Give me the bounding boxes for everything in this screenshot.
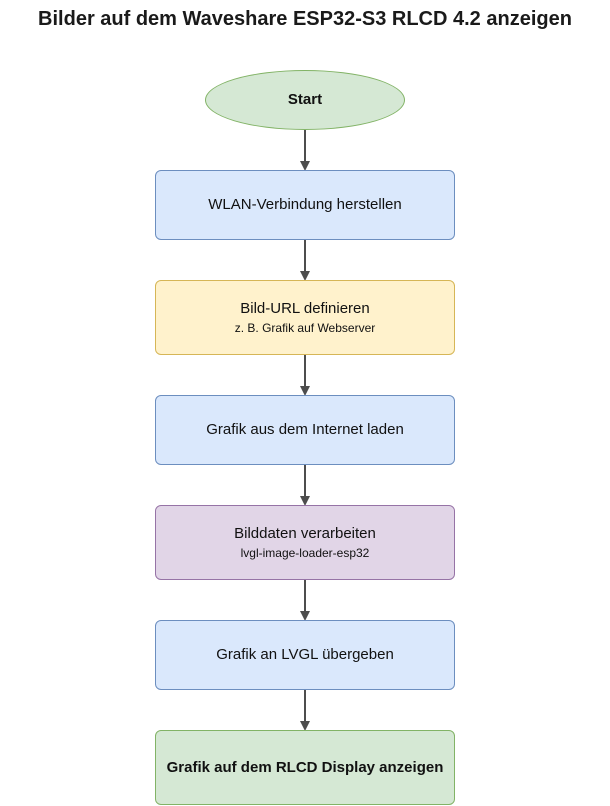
define-url-step-sublabel: z. B. Grafik auf Webserver — [234, 320, 376, 335]
wifi-connect-step-label: WLAN-Verbindung herstellen — [208, 196, 402, 213]
wifi-connect-step: WLAN-Verbindung herstellen — [155, 170, 455, 240]
start-node-label: Start — [287, 91, 323, 108]
diagram-title: Bilder auf dem Waveshare ESP32-S3 RLCD 4… — [38, 8, 572, 30]
process-data-step-sublabel: lvgl-image-loader-esp32 — [240, 545, 370, 560]
process-data-step: Bilddaten verarbeiten lvgl-image-loader-… — [155, 505, 455, 580]
start-node: Start — [205, 70, 405, 130]
display-image-step-label: Grafik auf dem RLCD Display anzeigen — [166, 758, 444, 776]
pass-to-lvgl-step: Grafik an LVGL übergeben — [155, 620, 455, 690]
pass-to-lvgl-step-label: Grafik an LVGL übergeben — [216, 646, 394, 663]
load-image-step-label: Grafik aus dem Internet laden — [206, 421, 404, 438]
define-url-step-label: Bild-URL definieren — [240, 299, 370, 317]
define-url-step: Bild-URL definieren z. B. Grafik auf Web… — [155, 280, 455, 355]
load-image-step: Grafik aus dem Internet laden — [155, 395, 455, 465]
process-data-step-label: Bilddaten verarbeiten — [234, 524, 376, 542]
display-image-step: Grafik auf dem RLCD Display anzeigen — [155, 730, 455, 805]
